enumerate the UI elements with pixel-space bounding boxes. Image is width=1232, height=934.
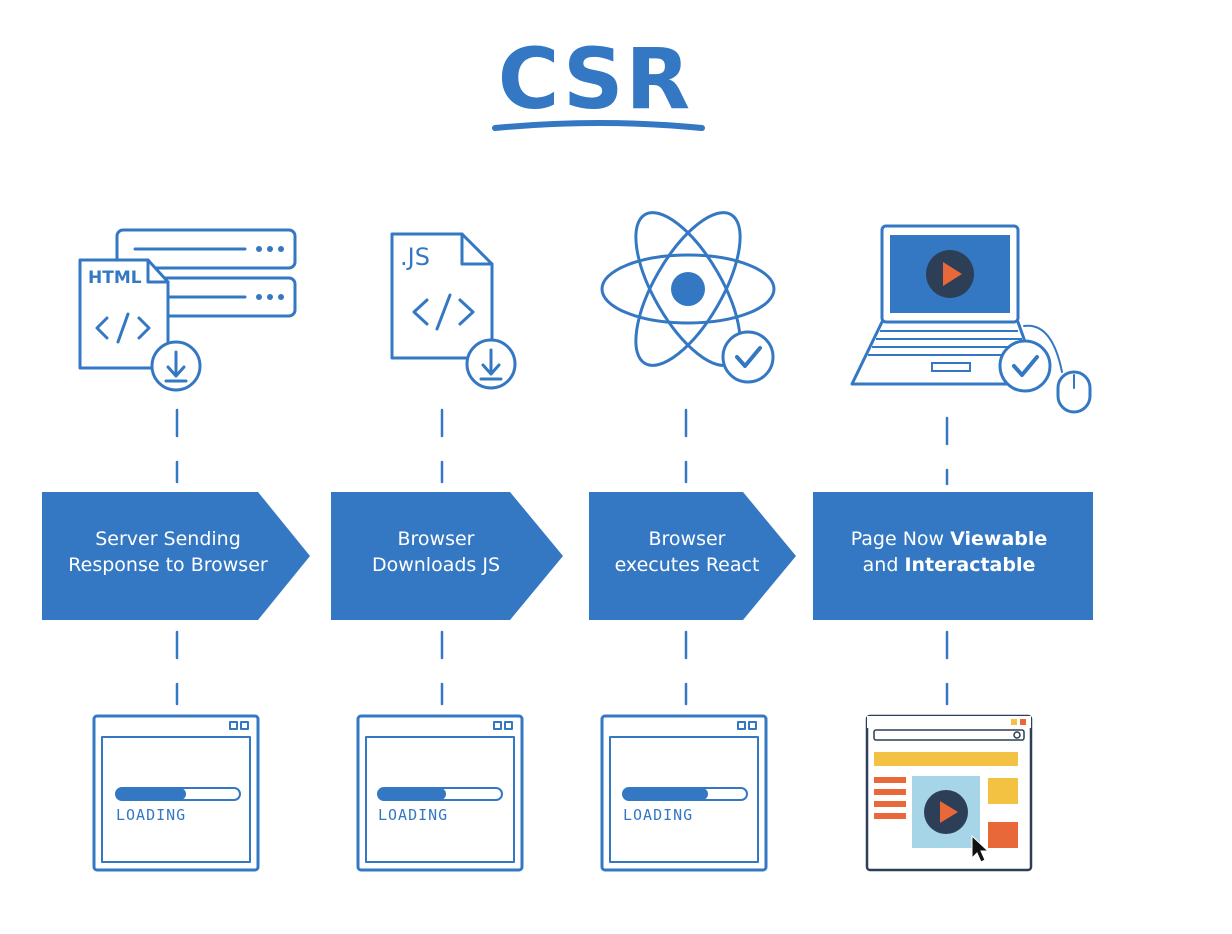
react-atom-check-icon bbox=[600, 211, 776, 384]
cursor-icon bbox=[971, 834, 990, 863]
step-2-banner: Browser Downloads JS bbox=[331, 492, 563, 620]
js-file-download-icon: .JS bbox=[390, 232, 517, 390]
loading-label-2: LOADING bbox=[378, 806, 448, 824]
html-server-download-icon: HTML bbox=[78, 228, 297, 392]
svg-text:Page Now Viewable: Page Now Viewable bbox=[851, 528, 1048, 550]
svg-text:Server Sending: Server Sending bbox=[95, 528, 241, 550]
svg-text:and Interactable: and Interactable bbox=[863, 554, 1036, 576]
step-3-line-1: Browser bbox=[649, 528, 726, 550]
svg-text:executes React: executes React bbox=[615, 554, 760, 576]
step-1-line-2: Response to Browser bbox=[68, 554, 268, 576]
step-4-line-2b: Interactable bbox=[904, 554, 1035, 576]
ready-page-window bbox=[865, 714, 1033, 872]
loading-label-3: LOADING bbox=[623, 806, 693, 824]
svg-text:Downloads JS: Downloads JS bbox=[372, 554, 500, 576]
js-file-label: .JS bbox=[400, 243, 430, 271]
step-2-line-2: Downloads JS bbox=[372, 554, 500, 576]
step-4-line-1b: Viewable bbox=[950, 528, 1047, 550]
step-4-banner: Page Now Viewable and Interactable bbox=[813, 492, 1093, 620]
step-3-line-2: executes React bbox=[615, 554, 760, 576]
step-4-line-1a: Page Now bbox=[851, 528, 950, 550]
html-file-label: HTML bbox=[88, 268, 142, 288]
search-icon bbox=[1013, 731, 1021, 739]
svg-text:Browser: Browser bbox=[649, 528, 726, 550]
step-1-line-1: Server Sending bbox=[95, 528, 241, 550]
svg-text:Response to Browser: Response to Browser bbox=[68, 554, 268, 576]
loading-window-3: LOADING bbox=[600, 714, 768, 872]
step-1-banner: Server Sending Response to Browser bbox=[42, 492, 310, 620]
step-2-line-1: Browser bbox=[398, 528, 475, 550]
step-4-line-2a: and bbox=[863, 554, 905, 576]
svg-text:Browser: Browser bbox=[398, 528, 475, 550]
loading-label-1: LOADING bbox=[116, 806, 186, 824]
loading-window-2: LOADING bbox=[356, 714, 524, 872]
diagram-title: CSR bbox=[498, 30, 692, 128]
connector-lines bbox=[175, 408, 949, 706]
title-underline bbox=[492, 120, 705, 131]
loading-window-1: LOADING bbox=[92, 714, 260, 872]
laptop-play-check-icon bbox=[850, 224, 1092, 414]
step-3-banner: Browser executes React bbox=[589, 492, 796, 620]
